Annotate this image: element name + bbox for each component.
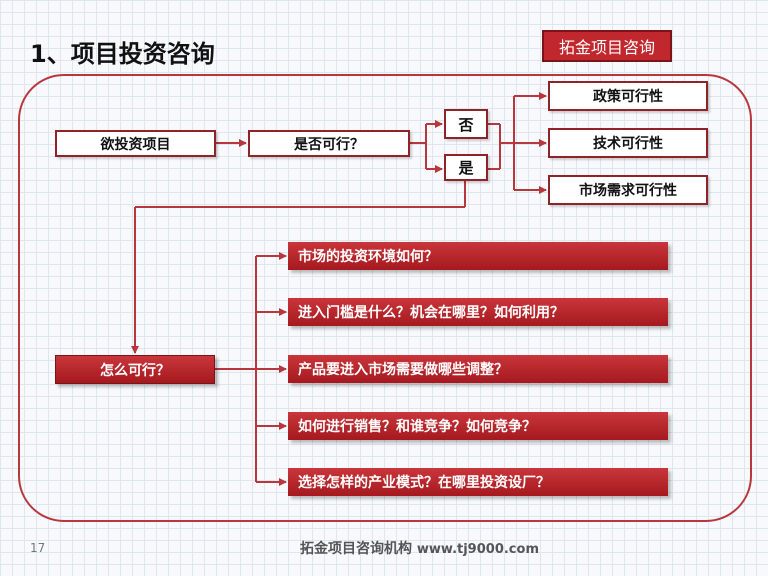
how-feasible-node: 怎么可行？ — [55, 355, 215, 384]
yes-node: 是 — [444, 154, 488, 181]
question-bar-5: 选择怎样的产业模式？在哪里投资设厂？ — [288, 468, 668, 496]
question-bar-3: 产品要进入市场需要做哪些调整？ — [288, 355, 668, 383]
question-bar-2: 进入门槛是什么？机会在哪里？如何利用？ — [288, 298, 668, 326]
question-bar-1: 市场的投资环境如何？ — [288, 242, 668, 270]
footer-credit: 拓金项目咨询机构 www.tj9000.com — [300, 538, 539, 558]
feasibility-question-node: 是否可行？ — [248, 130, 410, 157]
result-policy-feasibility: 政策可行性 — [548, 81, 708, 111]
start-node: 欲投资项目 — [55, 130, 216, 157]
footer-url: www.tj9000.com — [416, 542, 539, 557]
brand-badge: 拓金项目咨询 — [542, 30, 672, 62]
footer-org: 拓金项目咨询机构 — [300, 541, 412, 557]
page-number: 17 — [30, 541, 46, 555]
no-node: 否 — [444, 109, 488, 139]
page-title: 1、项目投资咨询 — [30, 40, 215, 68]
question-bar-4: 如何进行销售？和谁竞争？如何竞争？ — [288, 412, 668, 440]
result-technical-feasibility: 技术可行性 — [548, 128, 708, 158]
result-market-demand-feasibility: 市场需求可行性 — [548, 175, 708, 205]
diagram-frame — [18, 74, 752, 522]
